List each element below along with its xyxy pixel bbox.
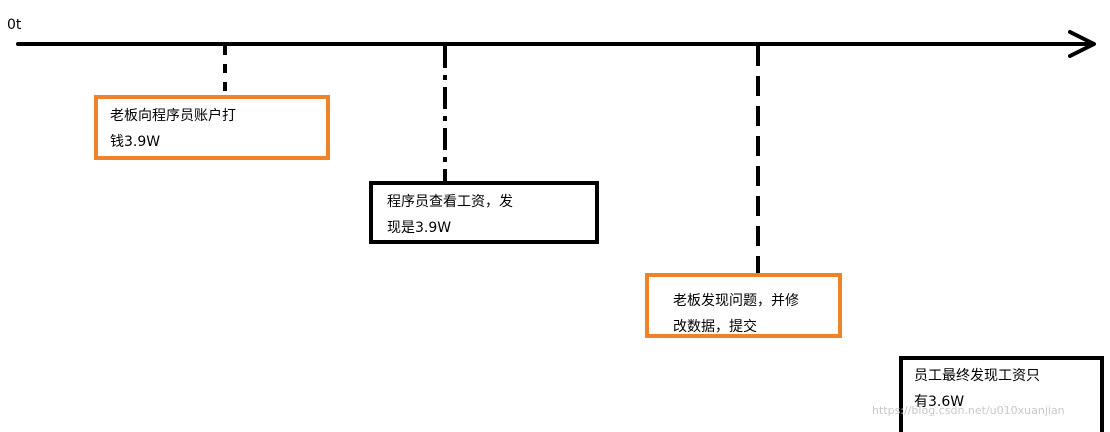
event-boss-transfer: 老板向程序员账户打 钱3.9W — [94, 95, 330, 160]
event-text-line: 有3.6W — [914, 394, 965, 410]
event-text-line: 改数据，提交 — [673, 319, 757, 335]
event-text-line: 程序员查看工资，发 — [387, 194, 513, 210]
event-boss-fix: 老板发现问题，并修 改数据，提交 — [645, 273, 842, 338]
event-text-line: 现是3.9W — [387, 220, 452, 236]
watermark: https://blog.csdn.net/u010xuanjian — [872, 404, 1065, 417]
event-programmer-check: 程序员查看工资，发 现是3.9W — [369, 181, 599, 244]
timeline-start-label: 0t — [7, 17, 22, 33]
event-employee-final: 员工最终发现工资只 有3.6W — [899, 356, 1104, 432]
event-text-line: 钱3.9W — [110, 134, 161, 150]
event-text-line: 员工最终发现工资只 — [914, 368, 1040, 384]
timeline-arrow-head — [1068, 30, 1096, 58]
event-text-line: 老板发现问题，并修 — [673, 293, 799, 309]
event-text-line: 老板向程序员账户打 — [110, 108, 236, 124]
